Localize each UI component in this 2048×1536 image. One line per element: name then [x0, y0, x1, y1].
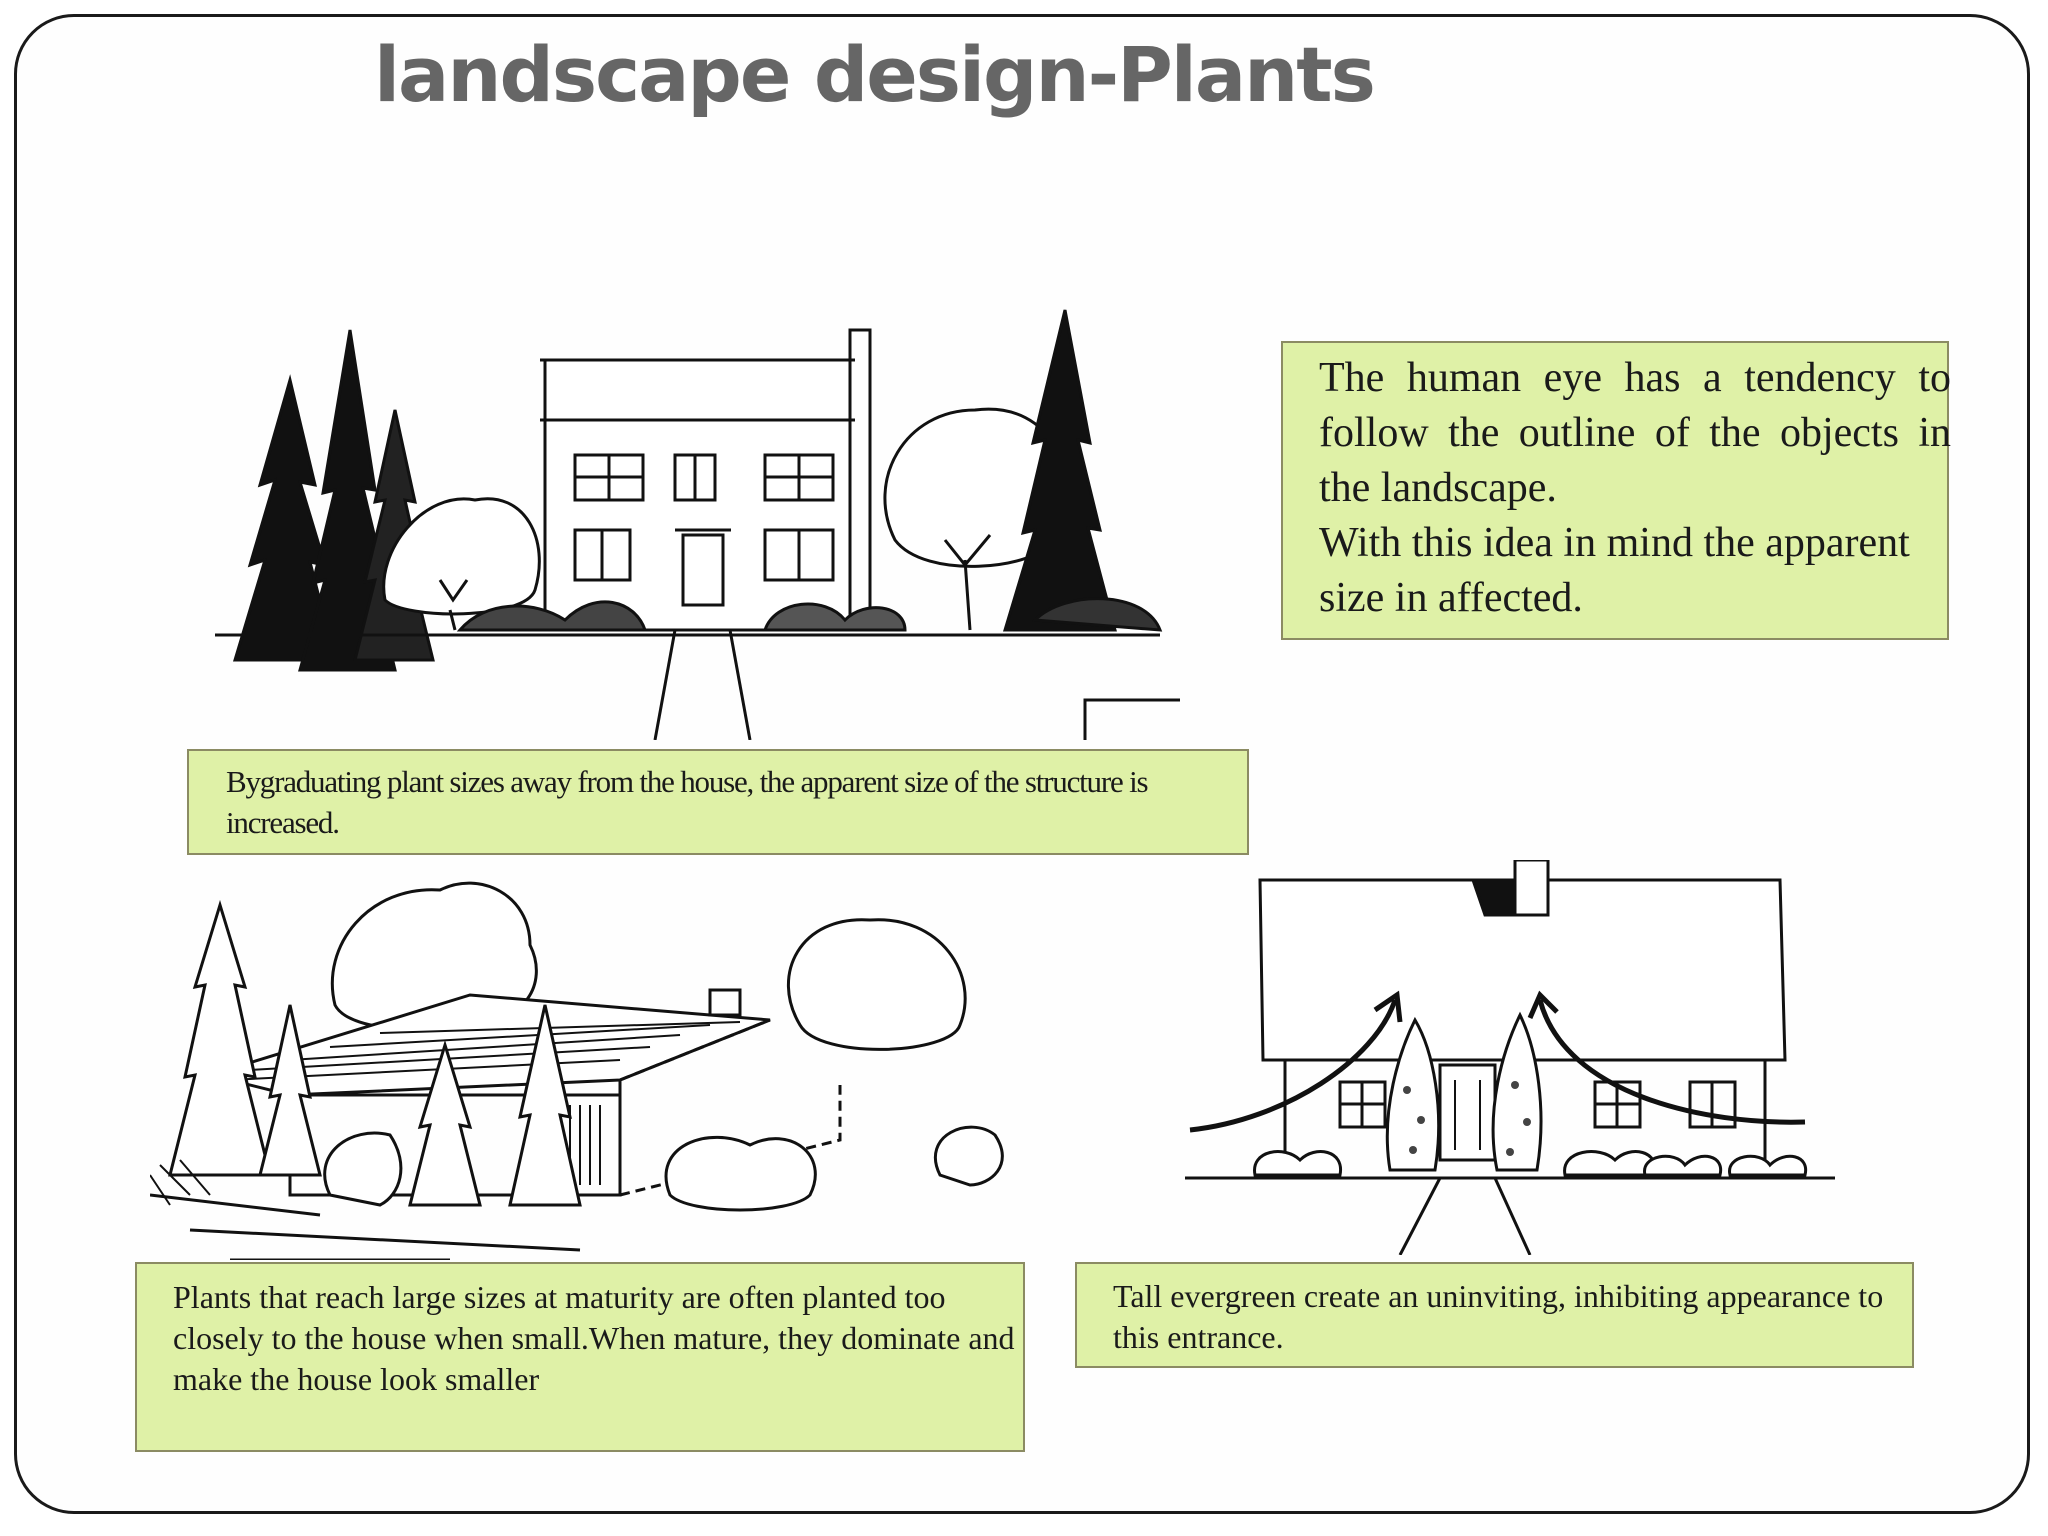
caption-human-eye-text: The human eye has a tendency to follow t… — [1319, 351, 1951, 626]
ranch-house-sketch-overgrown — [150, 875, 1020, 1260]
cottage-sketch-evergreen-entrance — [1185, 860, 1840, 1255]
caption-human-eye: The human eye has a tendency to follow t… — [1281, 341, 1951, 640]
caption-human-eye-line: size in affected. — [1319, 575, 1583, 621]
caption-graduated-plants: Bygraduating plant sizes away from the h… — [187, 749, 1249, 855]
slide-title: landscape design-Plants — [374, 30, 1376, 119]
caption-human-eye-line: With this idea in mind the apparent — [1319, 520, 1910, 566]
house-sketch-graduated-plants — [205, 300, 1190, 740]
caption-large-plants: Plants that reach large sizes at maturit… — [135, 1262, 1025, 1452]
caption-human-eye-line: The human eye has a tendency to follow t… — [1319, 355, 1951, 511]
caption-tall-evergreen: Tall evergreen create an uninviting, inh… — [1075, 1262, 1914, 1368]
